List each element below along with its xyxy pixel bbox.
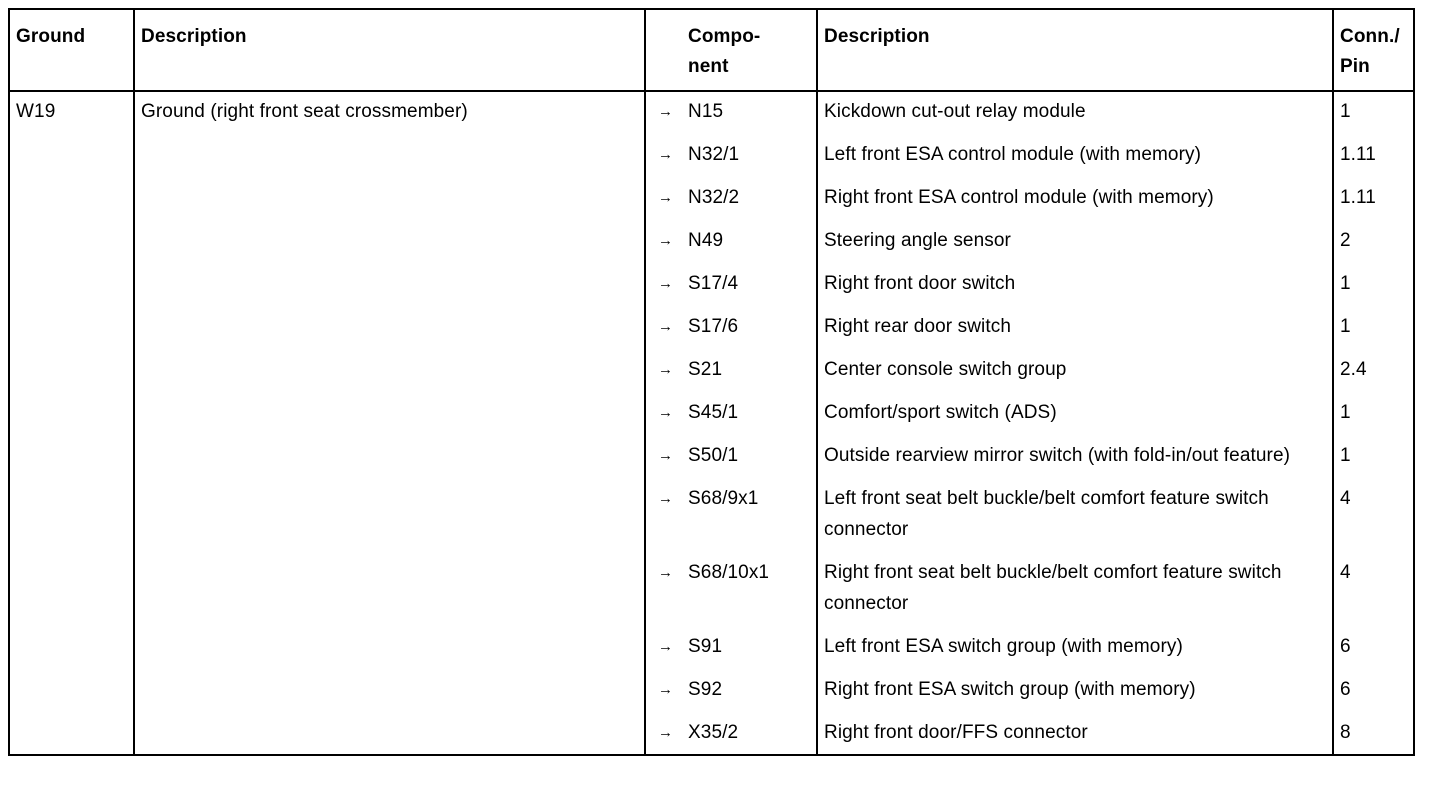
table-body: W19 Ground (right front seat crossmember… [9, 91, 1414, 755]
conn-pin: 1 [1332, 91, 1414, 133]
arrow-icon: → [644, 219, 688, 262]
table-header: Ground Description Compo- nent Descripti… [9, 9, 1414, 92]
table-row: →S68/10x1 Right front seat belt buckle/be… [9, 551, 1414, 625]
conn-pin: 4 [1332, 477, 1414, 551]
arrow-icon: → [644, 668, 688, 711]
component-id: S68/9x1 [688, 488, 759, 509]
conn-pin: 6 [1332, 625, 1414, 668]
ground-id: W19 [16, 101, 56, 122]
component-description: Center console switch group [816, 348, 1333, 391]
component-description: Right front door switch [816, 262, 1333, 305]
conn-pin: 4 [1332, 551, 1414, 625]
table-row: →N32/1 Left front ESA control module (wit… [9, 133, 1414, 176]
arrow-icon: → [644, 551, 688, 625]
table-row: →S68/9x1 Left front seat belt buckle/belt… [9, 477, 1414, 551]
component-description: Left front ESA control module (with memo… [816, 133, 1333, 176]
component-description: Steering angle sensor [816, 219, 1333, 262]
component-id: S92 [688, 679, 723, 700]
arrow-icon: → [644, 477, 688, 551]
conn-pin: 1 [1332, 391, 1414, 434]
table-row: →S50/1 Outside rearview mirror switch (wi… [9, 434, 1414, 477]
table-row: W19 Ground (right front seat crossmember… [9, 91, 1414, 755]
component-id: N15 [688, 101, 724, 122]
component-id: X35/2 [688, 722, 739, 743]
component-id: N32/2 [688, 187, 740, 208]
component-description: Right front door/FFS connector [816, 711, 1333, 755]
component-id: S21 [688, 359, 723, 380]
component-description: Left front ESA switch group (with memory… [816, 625, 1333, 668]
arrow-icon: → [644, 348, 688, 391]
component-id: N49 [688, 230, 724, 251]
component-id: S91 [688, 636, 723, 657]
component-id: N32/1 [688, 144, 740, 165]
arrow-icon: → [644, 91, 688, 133]
component-description: Right front ESA switch group (with memor… [816, 668, 1333, 711]
arrow-icon: → [644, 176, 688, 219]
component-description: Comfort/sport switch (ADS) [816, 391, 1333, 434]
conn-pin: 8 [1332, 711, 1414, 755]
conn-pin: 1 [1332, 262, 1414, 305]
header-conn-pin: Conn./ Pin [1332, 9, 1414, 92]
header-component: Compo- nent [688, 9, 817, 92]
arrow-icon: → [644, 711, 688, 755]
arrow-icon: → [644, 262, 688, 305]
conn-pin: 1 [1332, 305, 1414, 348]
component-id: S68/10x1 [688, 562, 770, 583]
component-id: S17/4 [688, 273, 739, 294]
arrow-icon: → [644, 625, 688, 668]
ground-description: Ground (right front seat crossmember) [133, 91, 645, 755]
component-id: S17/6 [688, 316, 739, 337]
conn-pin: 1.11 [1332, 133, 1414, 176]
component-description: Kickdown cut-out relay module [816, 91, 1333, 133]
arrow-icon: → [644, 434, 688, 477]
conn-pin: 1 [1332, 434, 1414, 477]
conn-pin: 2.4 [1332, 348, 1414, 391]
header-arrow-spacer [644, 9, 688, 92]
component-id: S50/1 [688, 445, 739, 466]
header-component-description: Description [816, 9, 1333, 92]
table-row: →N32/2 Right front ESA control module (wi… [9, 176, 1414, 219]
arrow-icon: → [644, 305, 688, 348]
conn-pin: 6 [1332, 668, 1414, 711]
arrow-icon: → [644, 133, 688, 176]
table-row: →S45/1 Comfort/sport switch (ADS)1 [9, 391, 1414, 434]
arrow-icon: → [644, 391, 688, 434]
table-row: →S91 Left front ESA switch group (with me… [9, 625, 1414, 668]
ground-connections-table: Ground Description Compo- nent Descripti… [8, 8, 1415, 756]
component-description: Right rear door switch [816, 305, 1333, 348]
conn-pin: 2 [1332, 219, 1414, 262]
component-description: Left front seat belt buckle/belt comfort… [816, 477, 1333, 551]
component-description: Right front seat belt buckle/belt comfor… [816, 551, 1333, 625]
conn-pin: 1.11 [1332, 176, 1414, 219]
header-description: Description [133, 9, 645, 92]
table-row: →S92 Right front ESA switch group (with m… [9, 668, 1414, 711]
header-ground: Ground [9, 9, 134, 92]
component-description: Right front ESA control module (with mem… [816, 176, 1333, 219]
component-id: S45/1 [688, 402, 739, 423]
component-description: Outside rearview mirror switch (with fol… [816, 434, 1333, 477]
